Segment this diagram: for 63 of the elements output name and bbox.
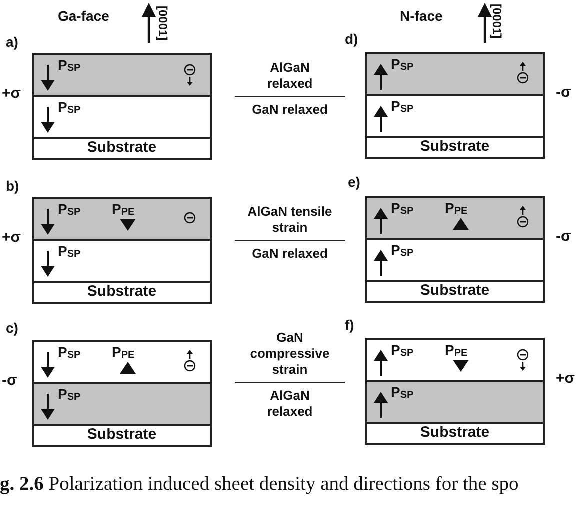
polarization-label: P$_{SP}$ [391,98,414,114]
layer-description: AlGaN relaxed [266,60,314,92]
semiconductor-layer [32,239,212,283]
semiconductor-layer [365,338,545,382]
polarization-label: P$_{SP}$ [391,242,414,258]
semiconductor-layer [32,53,212,97]
semiconductor-layer [32,340,212,384]
polarization-label: P$_{SP}$ [391,384,414,400]
polarization-label: P$_{PE}$ [112,344,135,360]
polarization-label: P$_{SP}$ [391,56,414,72]
layer-description: GaN relaxed [251,246,329,262]
semiconductor-layer [32,382,212,426]
semiconductor-layer [32,197,212,241]
semiconductor-layer [32,95,212,139]
face-label: Ga-face [58,8,110,24]
panel-label: f) [345,317,354,333]
polarization-label: P$_{SP}$ [58,386,81,402]
face-label: N-face [400,8,443,24]
polarization-label: P$_{SP}$ [391,200,414,216]
sheet-charge-label: -σ [556,228,572,245]
semiconductor-layer [365,238,545,282]
sheet-charge-label: -σ [2,372,18,389]
layer-description: GaN compressive strain [249,330,331,378]
semiconductor-layer [365,94,545,138]
polarization-label: P$_{SP}$ [58,99,81,115]
substrate-layer [32,424,212,447]
layer-label: Substrate [86,428,158,442]
panel-label: d) [345,31,358,47]
polarization-label: P$_{PE}$ [445,200,468,216]
substrate-layer [365,280,545,303]
panel-label: c) [6,320,18,336]
layer-label: Substrate [86,141,158,155]
layer-label: Substrate [419,140,491,154]
sheet-charge-label: +σ [2,85,22,102]
semiconductor-layer [365,196,545,240]
layer-description: GaN relaxed [251,102,329,118]
polarization-label: P$_{SP}$ [391,342,414,358]
layer-description: AlGaN tensile strain [247,204,333,236]
polarization-label: P$_{PE}$ [112,201,135,217]
substrate-layer [32,281,212,304]
sheet-charge-label: -σ [556,84,572,101]
layer-label: Substrate [419,284,491,298]
sheet-charge-label: +σ [2,229,22,246]
direction-label: [0001̄] [490,4,504,39]
direction-label: [0001] [156,6,170,41]
sheet-charge-label: +σ [556,370,576,387]
polarization-label: P$_{SP}$ [58,57,81,73]
substrate-layer [365,136,545,159]
figure-caption: g. 2.6 Polarization induced sheet density and directions for the spo [0,474,519,496]
semiconductor-layer [365,52,545,96]
semiconductor-layer [365,380,545,424]
panel-label: a) [6,34,18,50]
substrate-layer [365,422,545,445]
panel-label: b) [6,178,20,194]
layer-description: AlGaN relaxed [266,388,314,420]
layer-label: Substrate [419,426,491,440]
panel-label: e) [348,174,360,190]
polarization-label: P$_{SP}$ [58,201,81,217]
polarization-label: P$_{PE}$ [445,342,468,358]
polarization-label: P$_{SP}$ [58,344,81,360]
layer-label: Substrate [86,285,158,299]
polarization-label: P$_{SP}$ [58,243,81,259]
substrate-layer [32,137,212,160]
